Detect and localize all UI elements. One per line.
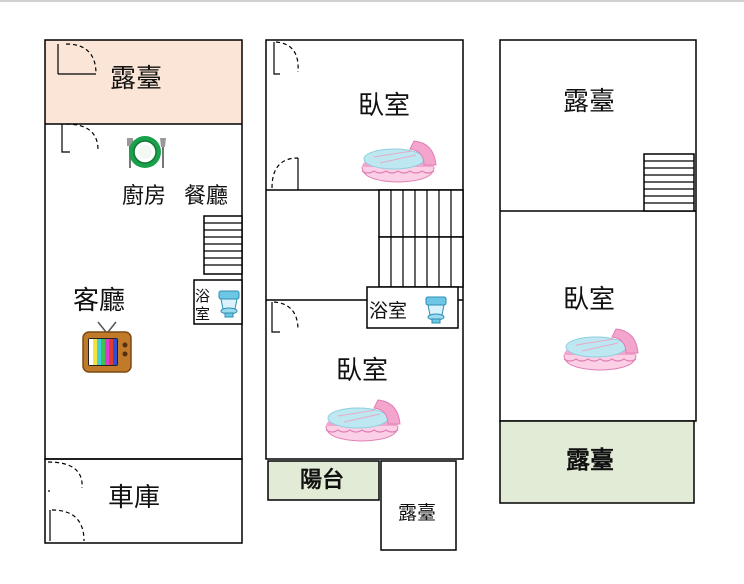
floor2-bedroom-top-label: 臥室	[358, 91, 411, 121]
floor1-kitchen-label: 廚房	[122, 184, 167, 209]
floor3-bedroom-label: 臥室	[563, 285, 616, 315]
floor2-bed-icon-top	[361, 140, 437, 183]
floor1-garage-label: 車庫	[108, 483, 161, 513]
floor2-stairs	[378, 189, 464, 288]
floor2-door-swings	[271, 41, 299, 333]
floor1-balcony-fill	[45, 40, 242, 124]
floor1-bath-label: 浴室	[195, 287, 211, 323]
floor2-balcony-label: 陽台	[300, 468, 345, 493]
plate-icon	[127, 136, 166, 168]
floor1-living-label: 客廳	[73, 286, 126, 316]
floor1-dining-label: 餐廳	[184, 184, 229, 209]
floor3-terrace-box	[499, 420, 695, 504]
top-border-line	[0, 0, 744, 2]
floor3-terrace-bottom-label: 露臺	[566, 446, 614, 474]
floor1-door-swings	[47, 43, 99, 542]
floor2-terrace-box	[380, 460, 457, 551]
floor1-toilet-icon	[218, 290, 240, 318]
floor1-garage-outline	[44, 458, 243, 544]
floor1-balcony-label: 露臺	[110, 64, 163, 94]
floor2-bed-icon-bottom	[325, 399, 401, 442]
floor1-stairs	[203, 215, 243, 275]
floor2-balcony-box	[267, 460, 380, 501]
floor3-stairs	[643, 153, 695, 212]
floor2-toilet-icon	[425, 296, 447, 324]
floor3-terrace-top-label: 露臺	[563, 87, 616, 117]
floor2-terrace-label: 露臺	[398, 502, 437, 524]
tv-icon	[82, 321, 132, 373]
floor3-bed-icon	[563, 328, 639, 371]
floor2-bedroom-bottom-label: 臥室	[336, 356, 389, 386]
floor2-bath-label: 浴室	[369, 300, 408, 322]
